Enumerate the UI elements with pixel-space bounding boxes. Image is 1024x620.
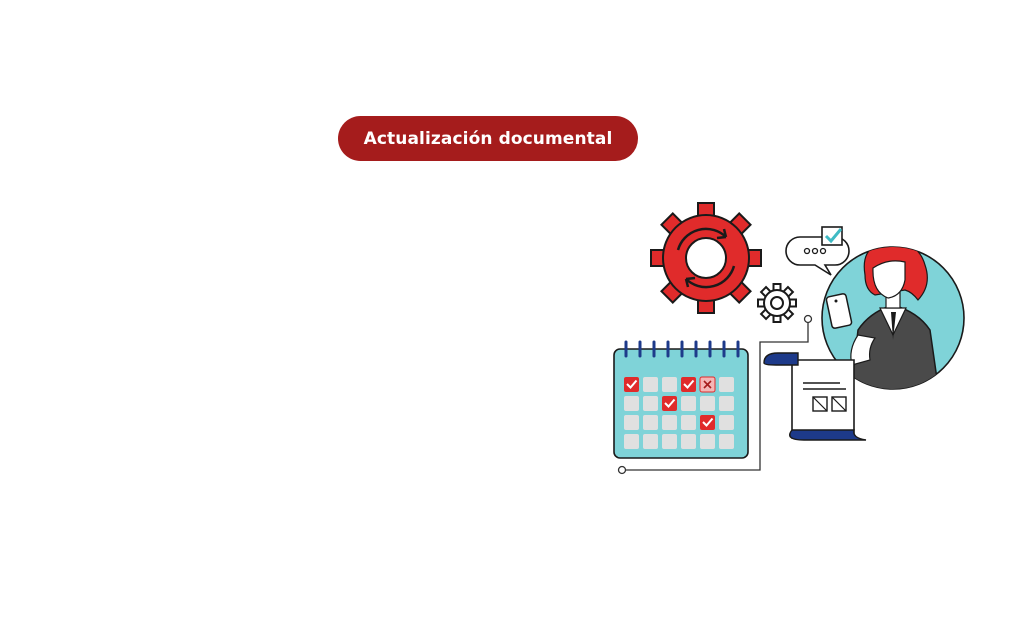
small-gear-icon [757,283,797,323]
woman-with-phone-avatar [821,246,965,390]
calendar-icon [613,340,749,459]
document-update-illustration [613,202,965,475]
connector-lines [617,314,813,475]
gear-refresh-icon [650,202,762,314]
title-pill: Actualización documental [338,116,638,161]
calendar-checked-cells [624,376,716,430]
speech-bubble-icon [785,236,850,276]
checkbox-icon [821,226,843,246]
page-title: Actualización documental [363,128,613,149]
document-scroll-icon [763,352,867,441]
